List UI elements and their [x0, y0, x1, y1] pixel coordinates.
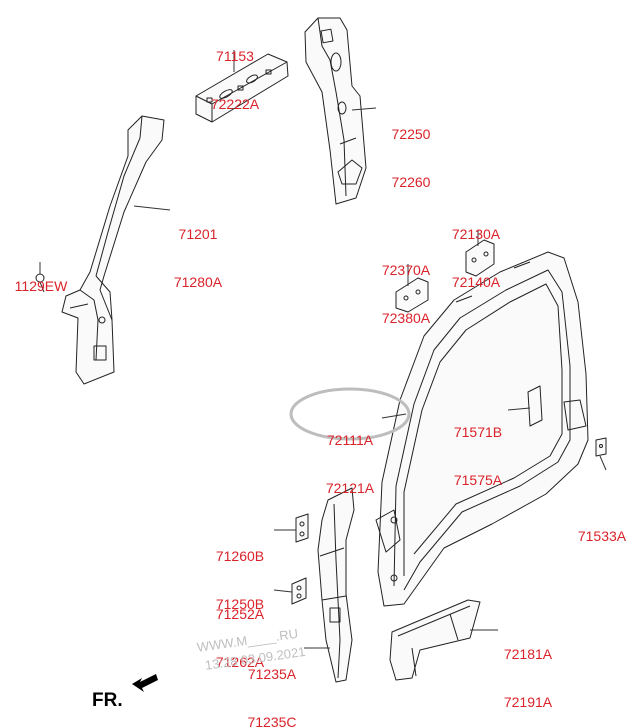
label-72370a[interactable]: 72370A 72380A: [374, 230, 438, 358]
label-71252a-line2: 71262A: [215, 654, 265, 670]
label-71571b-line1: 71571B: [453, 424, 503, 440]
label-71533a[interactable]: 71533A: [570, 496, 634, 576]
label-72130a[interactable]: 72130A 72140A: [444, 194, 508, 322]
label-72181a-line1: 72181A: [503, 646, 553, 662]
side-reinforcement-part[interactable]: [527, 385, 543, 427]
label-72250-line1: 72250: [391, 126, 431, 142]
label-72111a-line1: 72111A: [326, 432, 374, 448]
label-71235a-line1: 71235A: [247, 666, 297, 682]
label-72111a[interactable]: 72111A 72121A: [318, 400, 382, 528]
label-1129ew-line1: 1129EW: [14, 278, 68, 294]
label-71571b[interactable]: 71571B 71575A: [446, 392, 510, 520]
label-71571b-line2: 71575A: [453, 472, 503, 488]
label-71252a-line1: 71252A: [215, 606, 265, 622]
label-72130a-line1: 72130A: [451, 226, 501, 242]
label-72250-line2: 72260: [391, 174, 431, 190]
leader-lines: [39, 50, 607, 649]
label-72181a-line2: 72191A: [503, 694, 553, 710]
label-72250[interactable]: 72250 72260: [386, 94, 436, 222]
hinge-plate-upper-part[interactable]: [295, 513, 309, 543]
label-71252a[interactable]: 71252A 71262A: [208, 574, 272, 702]
lower-bracket-part[interactable]: [395, 277, 429, 313]
label-71260b-line1: 71260B: [215, 548, 265, 564]
label-71260b[interactable]: 71260B 71250B: [208, 516, 272, 644]
label-71533a-line1: 71533A: [577, 528, 627, 544]
label-72370a-line2: 72380A: [381, 310, 431, 326]
highlight-ellipse: [289, 387, 411, 441]
arrow-icon: [132, 674, 158, 692]
label-71235a-line2: 71235C: [247, 714, 297, 727]
label-1129ew[interactable]: 1129EW: [10, 246, 72, 326]
label-72111a-line2: 72121A: [325, 480, 375, 496]
label-71153[interactable]: 71153 72222A: [205, 16, 265, 144]
lower-extension-part[interactable]: [389, 599, 481, 681]
small-plate-part[interactable]: [595, 437, 607, 457]
rear-pillar-inner-part[interactable]: [304, 17, 367, 205]
label-71235a[interactable]: 71235A 71235C: [240, 634, 304, 727]
label-71201-line1: 71201: [178, 226, 218, 242]
roof-rail-panel-part[interactable]: [195, 53, 289, 123]
label-71153-line2: 72222A: [210, 96, 260, 112]
front-pillar-part[interactable]: [61, 115, 165, 385]
label-71153-line1: 71153: [216, 48, 254, 64]
hinge-plate-lower-part[interactable]: [291, 577, 307, 605]
side-outer-panel-part[interactable]: [375, 251, 589, 607]
direction-label: FR.: [92, 690, 123, 711]
label-72181a[interactable]: 72181A 72191A: [496, 614, 560, 727]
label-72130a-line2: 72140A: [451, 274, 501, 290]
label-71201-line2: 71280A: [173, 274, 223, 290]
upper-bracket-part[interactable]: [465, 239, 495, 277]
label-72370a-line1: 72370A: [381, 262, 431, 278]
label-71201[interactable]: 71201 71280A: [166, 194, 230, 322]
front-pillar-lower-part[interactable]: [317, 487, 355, 683]
label-71260b-line2: 71250B: [215, 596, 265, 612]
